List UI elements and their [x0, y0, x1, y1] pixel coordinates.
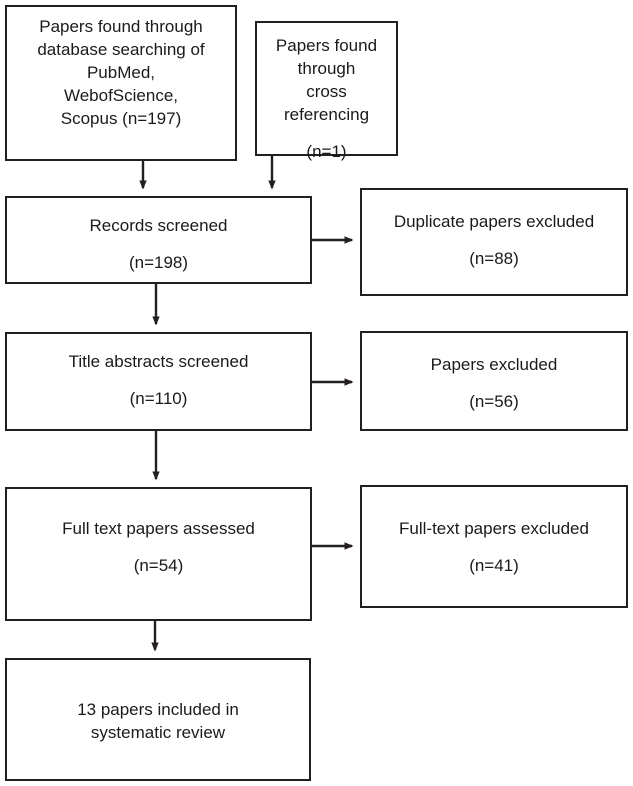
node-title-abstracts-screened: Title abstracts screened (n=110) — [5, 332, 312, 431]
node-included-line-2: systematic review — [90, 723, 226, 742]
node-title-abstracts-label: Title abstracts screened — [68, 352, 249, 371]
node-records-screened-spacer — [7, 237, 310, 251]
node-cross-reference-line-4: referencing — [283, 105, 370, 124]
node-fulltext-excluded-count: (n=41) — [469, 556, 519, 575]
node-fulltext-papers-assessed: Full text papers assessed (n=54) — [5, 487, 312, 621]
node-records-screened-label: Records screened — [89, 216, 228, 235]
node-papers-excluded-text: Papers excluded (n=56) — [362, 333, 626, 413]
node-papers-excluded-count: (n=56) — [469, 392, 519, 411]
node-duplicates-excluded-label: Duplicate papers excluded — [393, 212, 595, 231]
node-cross-reference-line-2: through — [297, 59, 356, 78]
node-database-search: Papers found through database searching … — [5, 5, 237, 161]
node-cross-reference-spacer — [257, 126, 396, 140]
node-fulltext-assessed-spacer — [7, 540, 310, 554]
node-cross-reference-text: Papers found through cross referencing (… — [257, 23, 396, 163]
node-fulltext-assessed-text: Full text papers assessed (n=54) — [7, 489, 310, 577]
node-records-screened-text: Records screened (n=198) — [7, 198, 310, 274]
node-database-search-line-3: PubMed, — [86, 63, 156, 82]
node-fulltext-assessed-label: Full text papers assessed — [62, 519, 255, 538]
node-database-search-line-4: WebofScience, — [63, 86, 179, 105]
node-papers-excluded-label: Papers excluded — [430, 355, 558, 374]
node-database-search-line-2: database searching of — [37, 40, 205, 59]
node-database-search-line-1: Papers found through — [39, 17, 203, 36]
node-included-text: 13 papers included in systematic review — [7, 660, 309, 744]
node-duplicates-excluded-text: Duplicate papers excluded (n=88) — [362, 190, 626, 270]
node-title-abstracts-text: Title abstracts screened (n=110) — [7, 334, 310, 410]
node-papers-excluded-spacer — [362, 376, 626, 390]
node-records-screened: Records screened (n=198) — [5, 196, 312, 284]
node-fulltext-excluded-spacer — [362, 540, 626, 554]
node-duplicates-excluded-spacer — [362, 233, 626, 247]
node-papers-excluded: Papers excluded (n=56) — [360, 331, 628, 431]
node-database-search-line-5: Scopus (n=197) — [60, 109, 182, 128]
node-fulltext-papers-excluded: Full-text papers excluded (n=41) — [360, 485, 628, 608]
node-database-search-text: Papers found through database searching … — [7, 7, 235, 130]
node-fulltext-excluded-text: Full-text papers excluded (n=41) — [362, 487, 626, 577]
node-records-screened-count: (n=198) — [128, 253, 189, 272]
node-cross-reference-count: (n=1) — [306, 142, 347, 161]
node-fulltext-assessed-count: (n=54) — [133, 556, 184, 575]
node-fulltext-excluded-label: Full-text papers excluded — [399, 519, 589, 538]
node-cross-reference: Papers found through cross referencing (… — [255, 21, 398, 161]
node-cross-reference-line-1: Papers found — [275, 36, 378, 55]
node-cross-reference-line-3: cross — [306, 82, 347, 101]
node-title-abstracts-spacer — [7, 373, 310, 387]
node-papers-included: 13 papers included in systematic review — [5, 658, 311, 781]
node-included-line-1: 13 papers included in — [77, 700, 239, 719]
node-title-abstracts-count: (n=110) — [129, 389, 188, 408]
node-duplicates-excluded: Duplicate papers excluded (n=88) — [360, 188, 628, 296]
node-duplicates-excluded-count: (n=88) — [469, 249, 519, 268]
